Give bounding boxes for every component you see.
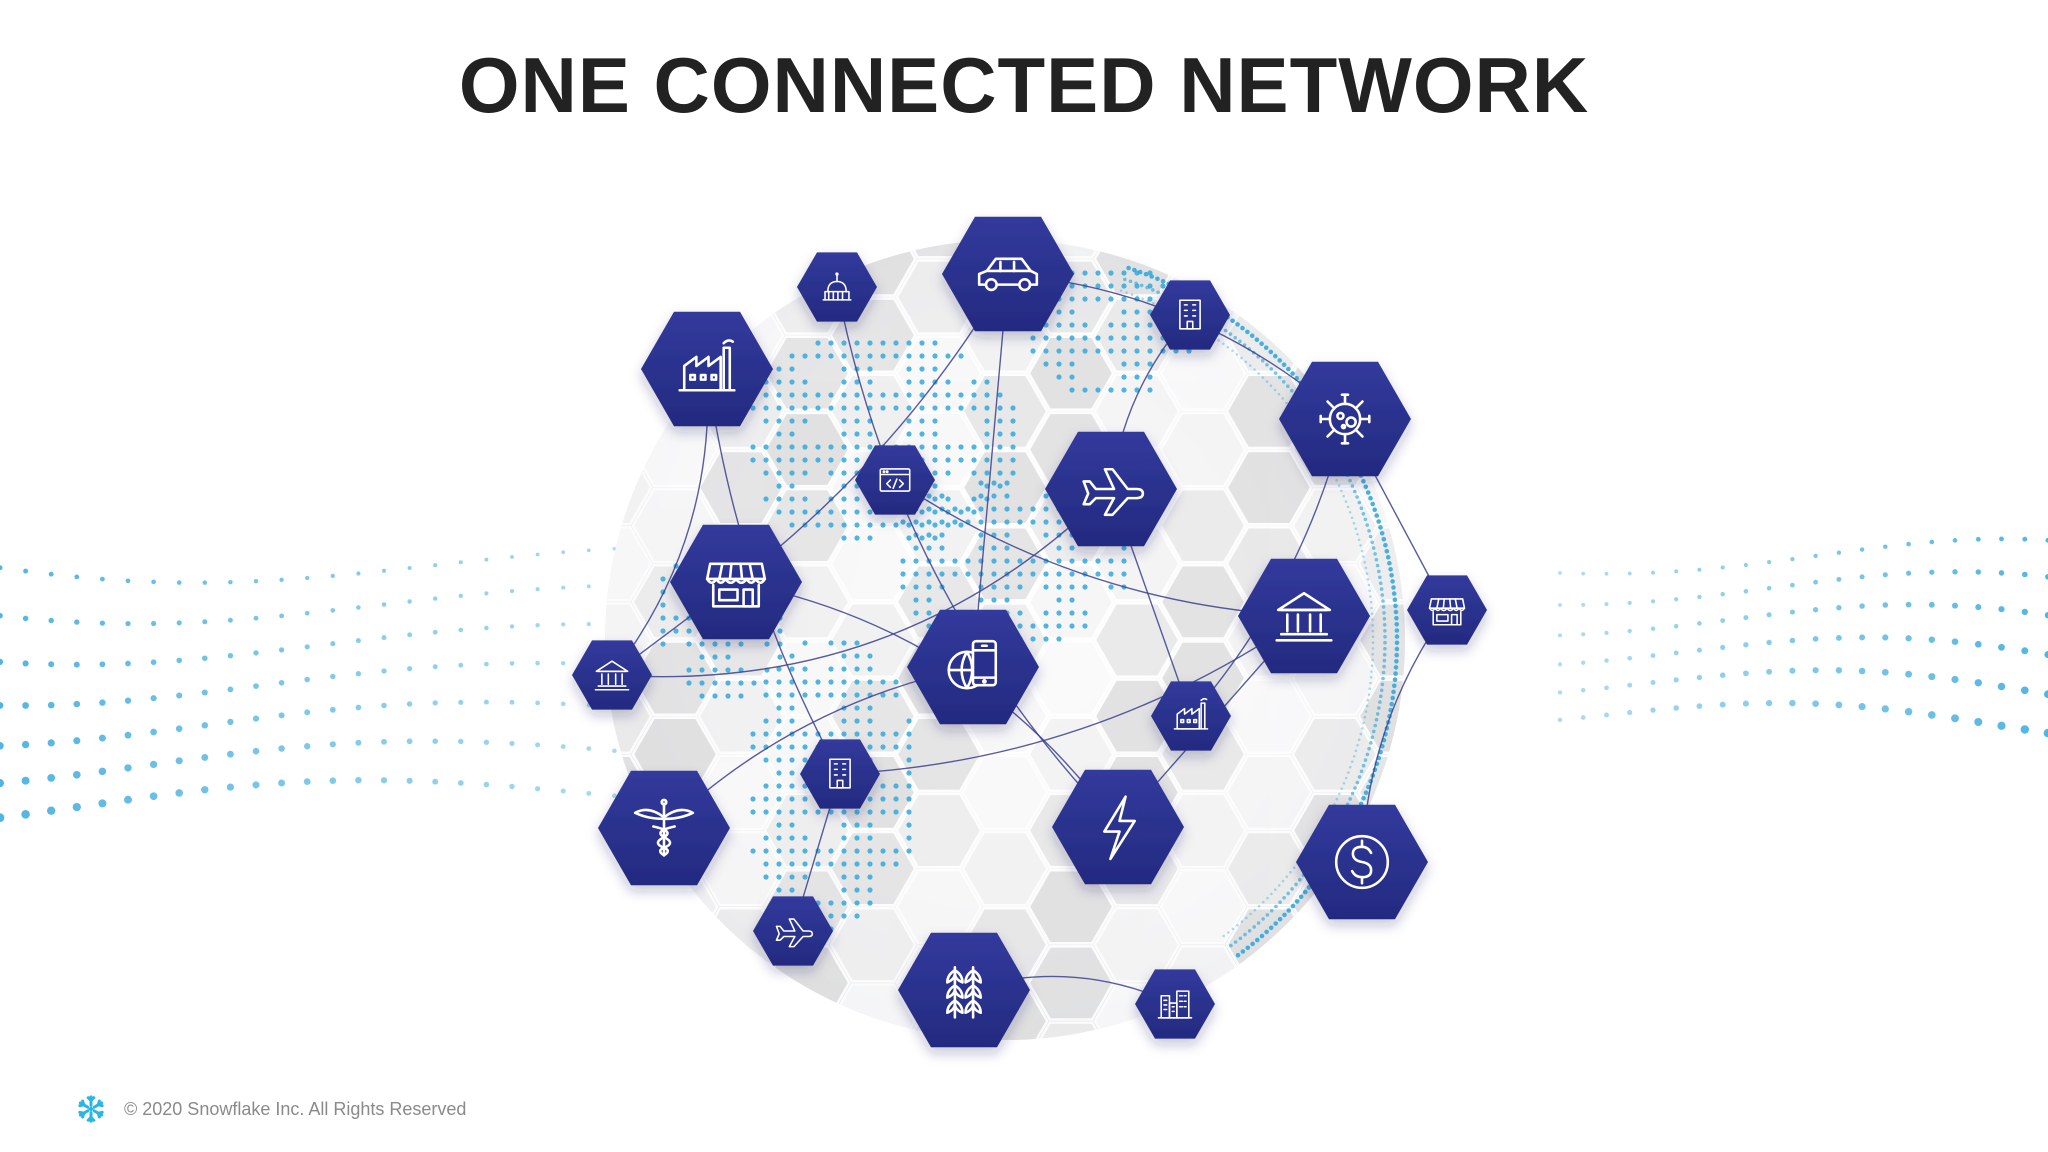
airplane-icon [1082, 467, 1145, 517]
node-city-buildings [1135, 969, 1215, 1039]
node-code-window [855, 445, 935, 515]
node-caduceus [598, 770, 730, 886]
car-icon [977, 257, 1039, 292]
node-hexagon [1151, 681, 1231, 751]
caduceus-icon [633, 798, 695, 857]
node-office-building-top [1150, 280, 1230, 350]
factory-icon [1173, 697, 1209, 730]
node-mobile-globe [907, 609, 1039, 725]
bank-icon [594, 660, 630, 691]
connection-line [839, 615, 1305, 775]
node-hexagon [1150, 280, 1230, 350]
connection-line [836, 286, 1119, 828]
node-office-building-mid [800, 739, 880, 809]
code-window-icon [879, 468, 911, 492]
node-hexagon [1135, 969, 1215, 1039]
node-retail-store-large [670, 524, 802, 640]
node-factory-large [641, 311, 773, 427]
node-bank-small [572, 640, 652, 710]
office-building-icon [829, 758, 851, 789]
footer: © 2020 Snowflake Inc. All Rights Reserve… [76, 1092, 466, 1126]
factory-icon [678, 339, 736, 392]
node-airplane-large [1045, 431, 1177, 547]
page-title: ONE CONNECTED NETWORK [458, 41, 1590, 129]
node-car [942, 216, 1074, 332]
node-hexagon [1279, 361, 1411, 477]
copyright-text: © 2020 Snowflake Inc. All Rights Reserve… [124, 1098, 467, 1119]
dollar-coin-icon [1334, 834, 1390, 890]
store-icon [705, 562, 767, 608]
node-dollar-coin [1296, 804, 1428, 920]
snowflake-logo-icon [78, 1095, 104, 1123]
node-hexagon [1407, 575, 1487, 645]
node-hexagon [1052, 769, 1184, 885]
node-hexagon [800, 739, 880, 809]
node-hexagon [670, 524, 802, 640]
node-hexagon [641, 311, 773, 427]
mobile-globe-icon [947, 639, 998, 690]
node-wheat [898, 932, 1030, 1048]
node-hexagon [797, 252, 877, 322]
office-building-icon [1179, 299, 1201, 330]
node-airplane-small [753, 896, 833, 966]
bank-icon [1275, 591, 1333, 642]
node-retail-store-small [1407, 575, 1487, 645]
industry-nodes [572, 216, 1487, 1048]
capitol-building-icon [822, 272, 852, 301]
node-hexagon [1238, 558, 1370, 674]
background-dot-waves [0, 536, 2048, 822]
lightning-bolt-icon [1103, 795, 1136, 861]
connection-line [611, 488, 1112, 678]
node-hexagon [942, 216, 1074, 332]
node-hexagon [855, 445, 935, 515]
wheat-icon [946, 965, 982, 1019]
node-capitol [797, 252, 877, 322]
node-hexagon [572, 640, 652, 710]
virus-icon [1319, 393, 1371, 445]
node-hexagon [898, 932, 1030, 1048]
node-virus [1279, 361, 1411, 477]
node-lightning [1052, 769, 1184, 885]
city-buildings-icon [1157, 990, 1193, 1019]
airplane-icon [775, 918, 814, 948]
node-bank-large [1238, 558, 1370, 674]
store-icon [1428, 598, 1466, 626]
node-factory-small [1151, 681, 1231, 751]
